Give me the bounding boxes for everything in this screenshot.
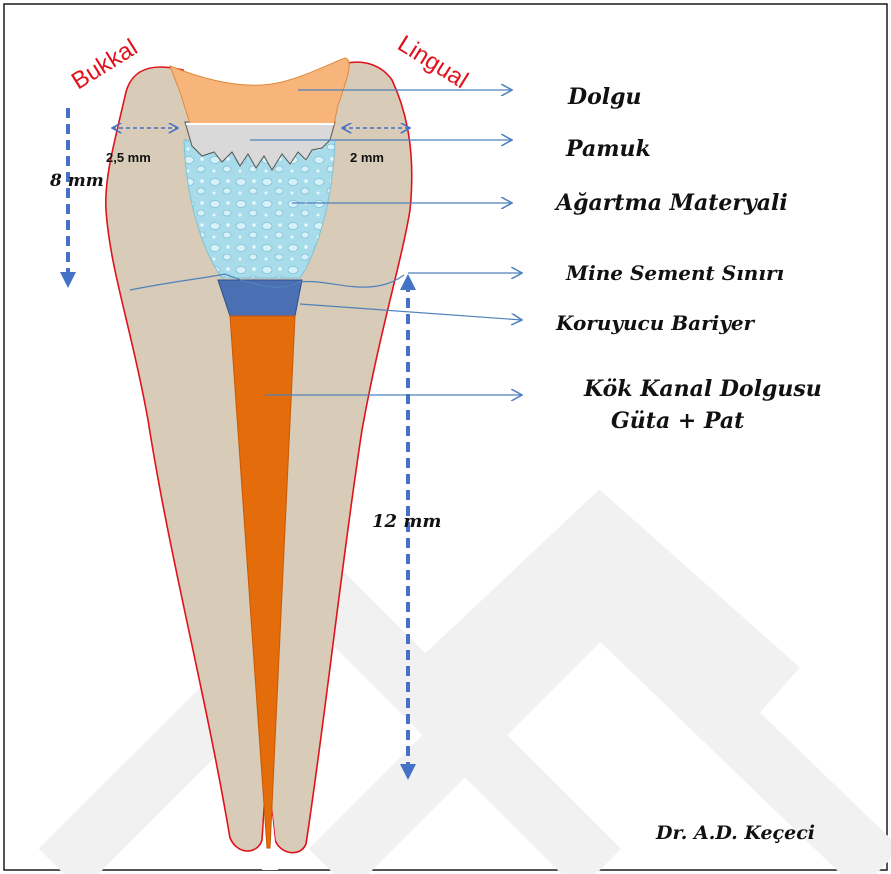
- label-gutta-paste: Güta + Pat: [611, 408, 744, 434]
- buccal-wall-dimension: 2,5 mm: [106, 150, 151, 165]
- root-length-dimension: 12 mm: [372, 511, 441, 532]
- label-filling: Dolgu: [567, 84, 642, 110]
- author-signature: Dr. A.D. Keçeci: [655, 822, 815, 844]
- label-cej: Mine Sement Sınırı: [565, 261, 784, 285]
- crown-height-dimension: 8 mm: [49, 171, 104, 191]
- label-cotton: Pamuk: [565, 136, 651, 162]
- label-barrier: Koruyucu Bariyer: [555, 311, 756, 335]
- lingual-wall-dimension: 2 mm: [350, 150, 384, 165]
- label-bleaching-material: Ağartma Materyali: [554, 190, 788, 216]
- label-root-canal-filling: Kök Kanal Dolgusu: [583, 376, 822, 402]
